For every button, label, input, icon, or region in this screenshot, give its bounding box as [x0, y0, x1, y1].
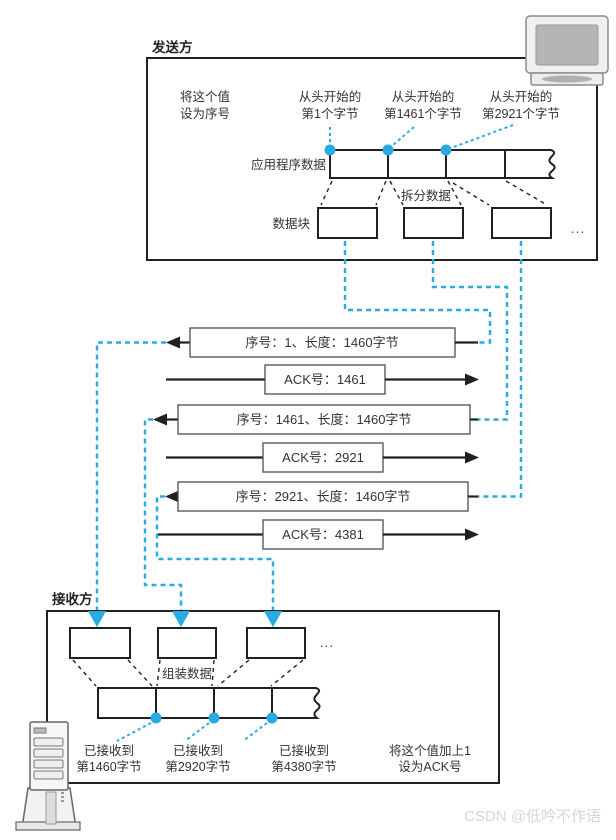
message-box [177, 481, 469, 512]
message-row-ack-1461: ACK号：1461 [166, 364, 479, 395]
byte-label-3-line1: 从头开始的 [490, 89, 553, 104]
data-blocks-label: 数据块 [272, 216, 310, 231]
receiver-data-blocks [69, 627, 306, 659]
message-row-ack-4381: ACK号：4381 [158, 519, 479, 550]
sender-data-blocks [317, 207, 552, 239]
message-label: ACK号：4381 [282, 527, 364, 542]
split-dashed-lines [320, 180, 548, 206]
sender-box [146, 57, 598, 261]
sender-block-1 [317, 207, 378, 239]
app-data-bar [329, 149, 556, 179]
received-note-1-line1: 已接收到 [84, 743, 134, 758]
receiver-block-3 [246, 627, 306, 659]
message-box [177, 404, 471, 435]
message-box [262, 519, 384, 550]
byte-label-connectors [329, 124, 514, 149]
received-note-3-line2: 第4380字节 [271, 759, 336, 774]
received-note-2-line2: 第2920字节 [165, 759, 230, 774]
ack-note-line1: 将这个值加上1 [389, 743, 471, 758]
byte-label-3-line2: 第2921个字节 [482, 106, 560, 121]
right-arrowhead [465, 451, 479, 464]
message-label: 序号：2921、长度：1460字节 [236, 489, 411, 504]
message-box [264, 364, 386, 395]
blue-routes-sender-to-segments [343, 241, 523, 498]
byte-label-2-line1: 从头开始的 [392, 89, 455, 104]
app-data-label: 应用程序数据 [251, 157, 326, 172]
server-icon [15, 721, 81, 831]
sender-section: 发送方 将这个值 设为序号 从头开始的 第1个字节 从头开始的 第1461个字节… [146, 39, 598, 261]
message-label: 序号：1、长度：1460字节 [245, 335, 398, 350]
message-row-seq-1: 序号：1、长度：1460字节 [166, 327, 478, 358]
received-position-dots [150, 712, 278, 724]
byte-label-1-line2: 第1个字节 [302, 106, 359, 121]
message-box [189, 327, 456, 358]
message-exchange: 序号：1、长度：1460字节 ACK号：1461 序号：1461、长度：1460… [153, 327, 479, 550]
watermark: CSDN @低吟不作语 [464, 808, 601, 825]
byte-label-2-line2: 第1461个字节 [384, 106, 462, 121]
message-label: 序号：1461、长度：1460字节 [237, 412, 412, 427]
assemble-data-label: 组装数据 [162, 666, 212, 681]
receiver-block-2 [157, 627, 217, 659]
computer-icon [525, 15, 609, 86]
blue-down-arrowhead-2 [172, 611, 190, 627]
right-arrowhead [465, 528, 479, 541]
message-label: ACK号：1461 [284, 372, 366, 387]
received-note-1-line2: 第1460字节 [76, 759, 141, 774]
received-note-3-line1: 已接收到 [279, 743, 329, 758]
receiver-section: 接收方 ... 组装数据 [46, 591, 500, 784]
right-arrowhead [465, 373, 479, 386]
received-note-2-line1: 已接收到 [173, 743, 223, 758]
received-dot-connectors [116, 722, 268, 742]
receiver-title: 接收方 [52, 591, 93, 607]
message-label: ACK号：2921 [282, 450, 364, 465]
assembled-data-bar [97, 687, 321, 719]
message-box [262, 442, 384, 473]
split-data-label: 拆分数据 [401, 188, 451, 203]
blue-down-arrowhead-3 [264, 611, 282, 627]
receiver-ellipsis: ... [320, 634, 335, 650]
sender-ellipsis: ... [571, 220, 586, 236]
left-arrowhead [153, 413, 167, 426]
left-arrowhead [165, 490, 179, 503]
byte-position-dots [324, 144, 452, 156]
message-row-seq-2921: 序号：2921、长度：1460字节 [165, 481, 478, 512]
assemble-dashed-lines [72, 659, 304, 687]
sender-title: 发送方 [151, 39, 193, 55]
message-row-ack-2921: ACK号：2921 [166, 442, 479, 473]
left-arrowhead [166, 336, 180, 349]
sender-block-2 [403, 207, 464, 239]
message-row-seq-1461: 序号：1461、长度：1460字节 [153, 404, 478, 435]
blue-down-arrowhead-1 [88, 611, 106, 627]
byte-label-1-line1: 从头开始的 [299, 89, 362, 104]
ack-note-line2: 设为ACK号 [398, 759, 461, 774]
receiver-block-1 [69, 627, 131, 659]
seq-note-line1: 将这个值 [180, 89, 230, 104]
sender-block-3 [491, 207, 552, 239]
seq-note-line2: 设为序号 [180, 106, 230, 121]
